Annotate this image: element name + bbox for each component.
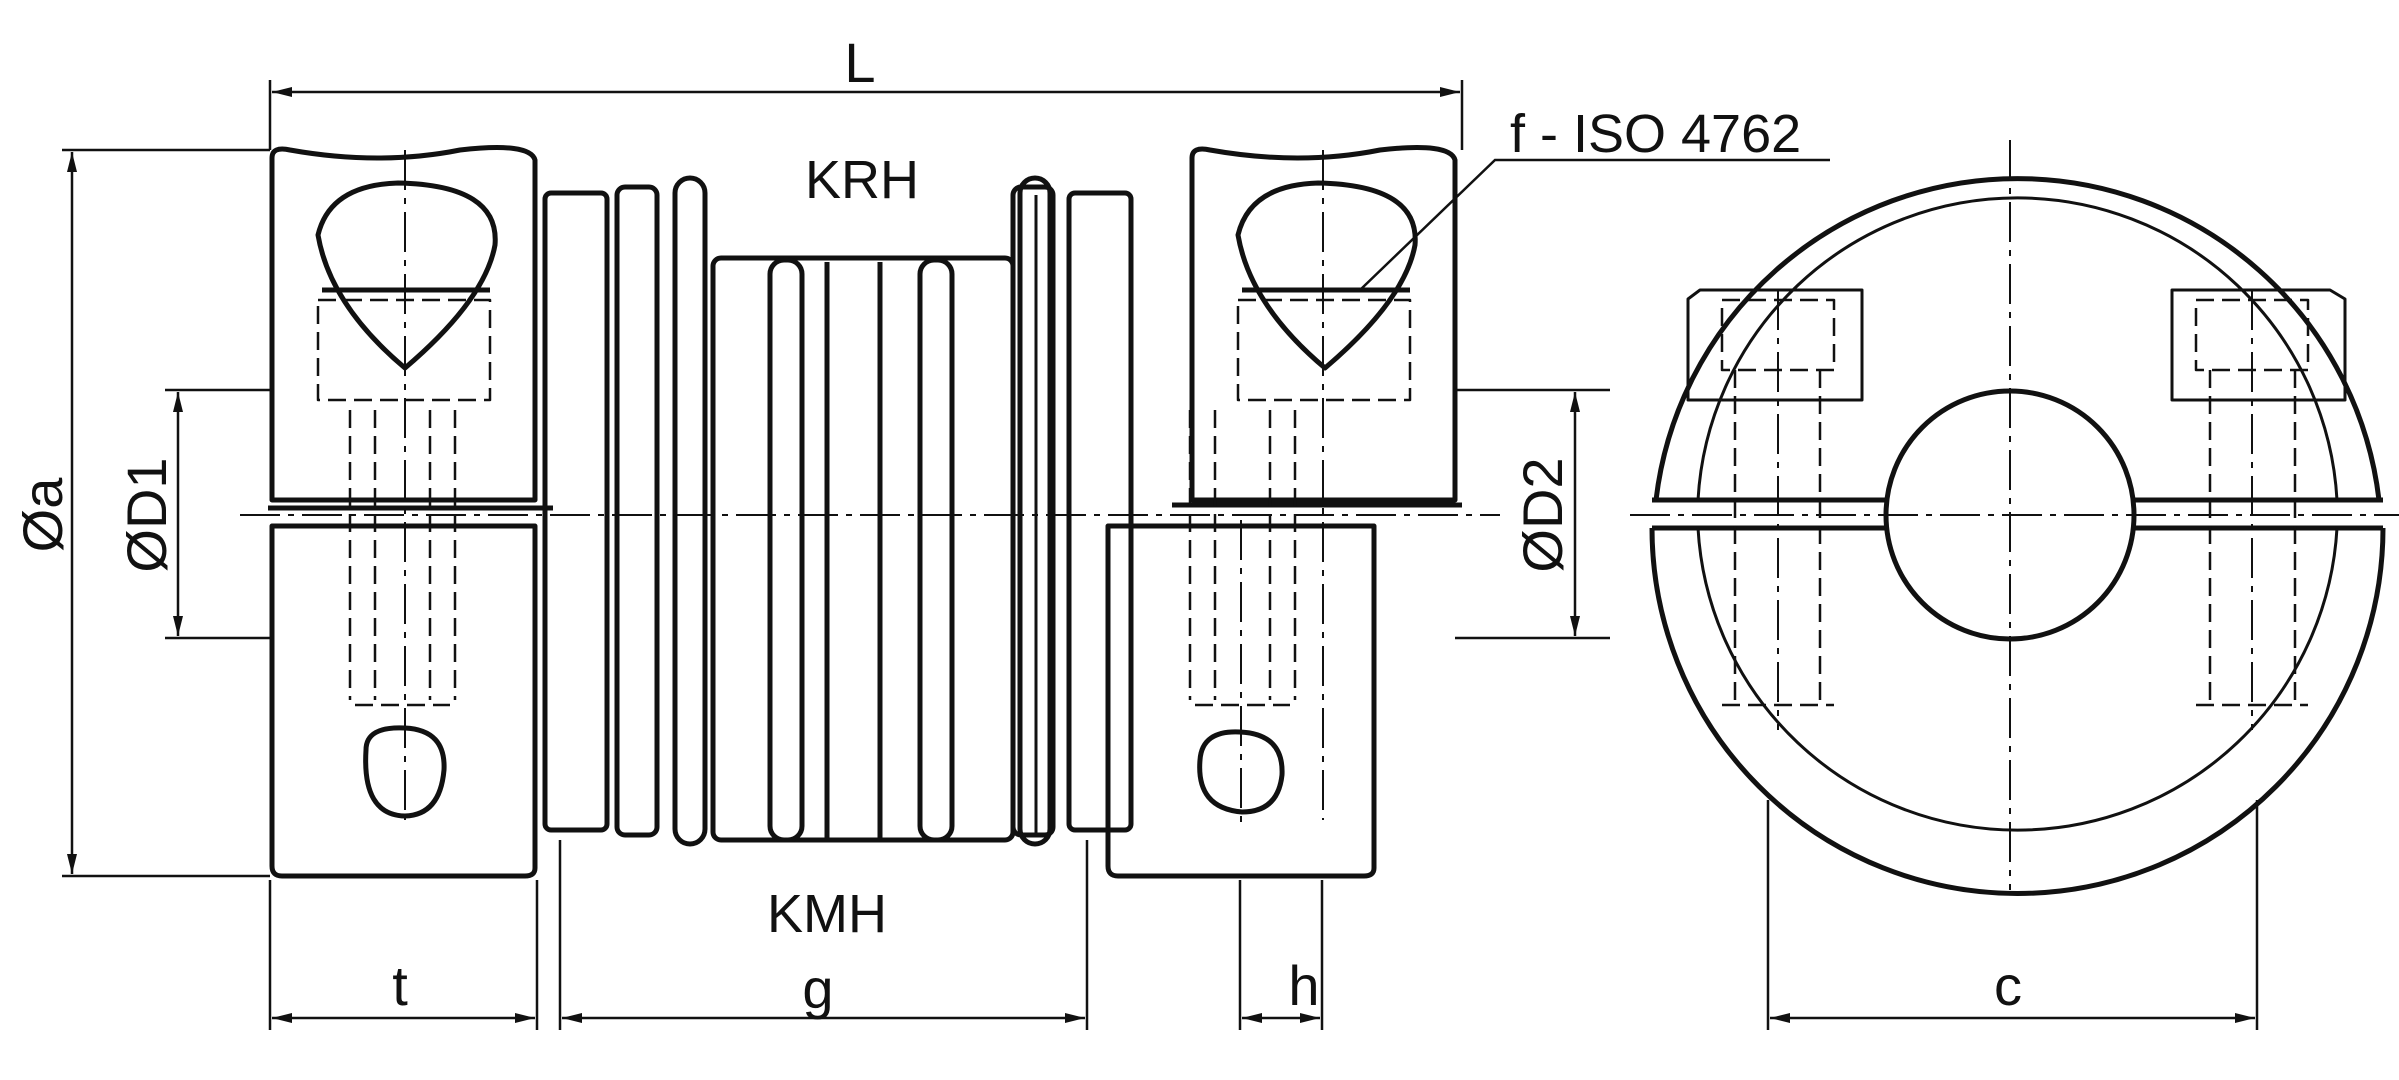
hub-right-lower bbox=[1105, 523, 1377, 879]
center-lines-end bbox=[1630, 140, 2399, 890]
label-dim-c: c bbox=[1994, 954, 2022, 1017]
label-dim-t: t bbox=[392, 954, 408, 1017]
label-bore-d1: ØD1 bbox=[115, 457, 178, 572]
center-lines-side bbox=[240, 150, 1500, 830]
label-dim-h: h bbox=[1288, 954, 1319, 1017]
label-screw-spec: f - ISO 4762 bbox=[1510, 104, 1801, 164]
hub-left-lower bbox=[269, 523, 538, 879]
label-outer-diameter: Øa bbox=[11, 477, 74, 553]
label-bore-d2: ØD2 bbox=[1511, 457, 1574, 572]
side-view bbox=[240, 145, 1500, 879]
label-variant-kmh: KMH bbox=[767, 884, 887, 944]
hub-right-upper bbox=[1172, 145, 1462, 508]
bellows bbox=[542, 175, 1134, 847]
hub-left-upper bbox=[268, 145, 553, 511]
end-view bbox=[1630, 140, 2399, 896]
label-dim-g: g bbox=[802, 957, 833, 1020]
screw-leader bbox=[1359, 158, 1830, 291]
dimension-lines bbox=[62, 80, 2259, 1030]
label-variant-krh: KRH bbox=[805, 150, 919, 210]
label-length: L bbox=[844, 31, 875, 94]
